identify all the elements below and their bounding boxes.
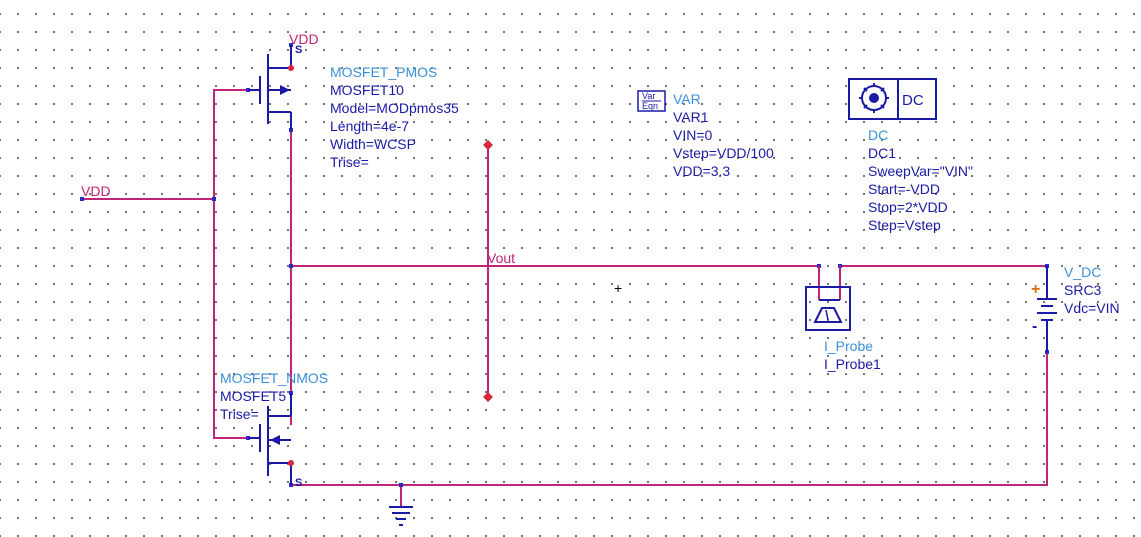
var-instance-name: VAR1 [673, 109, 709, 125]
pmos-type-label: MOSFET_PMOS [330, 64, 437, 80]
var-param: VIN=0 [673, 127, 713, 143]
dc-simulation-block[interactable]: DC [848, 78, 937, 120]
dc-param: Stop=2*VDD [868, 199, 948, 215]
var-icon-top: Var [642, 91, 655, 101]
pmos-body-arrow [280, 85, 290, 95]
vsrc-type-label: V_DC [1064, 264, 1101, 280]
dc-icon-text: DC [902, 92, 924, 109]
dc-gear-tooth [863, 104, 868, 109]
stub-pin-top[interactable] [483, 140, 493, 150]
junction-dot [80, 197, 84, 201]
pmos-transistor[interactable] [248, 45, 292, 130]
pmos-model-param: Model=MODpmos35 [330, 100, 459, 116]
junction-dot [289, 264, 293, 268]
nmos-transistor[interactable] [248, 393, 292, 485]
wire-vsource-bottom[interactable] [291, 352, 1048, 486]
dc-gear-icon [859, 83, 889, 113]
dc-gear-tooth [880, 104, 885, 109]
node-label-vdd-top[interactable]: VDD [289, 31, 319, 47]
pmos-width-param: Width=WCSP [330, 136, 416, 152]
dc-annotation: DC DC1 SweepVar="VIN" Start=-VDD Stop=2*… [868, 127, 973, 233]
dc-gear-hub [869, 93, 879, 103]
junction-dot [212, 197, 216, 201]
nmos-body-arrow [270, 435, 280, 445]
nmos-source-pin-label: S [295, 477, 302, 489]
var-icon-bottom: Eqn [642, 101, 658, 111]
vsource-annotation: V_DC SRC3 Vdc=VIN [1064, 264, 1120, 316]
iprobe-type-label: I_Probe [824, 338, 873, 354]
stub-pin-bottom[interactable] [483, 392, 493, 402]
nmos-source-pin[interactable] [288, 460, 294, 466]
vsrc-value-param: Vdc=VIN [1064, 300, 1120, 316]
crosshair-cursor-icon: + [614, 280, 622, 296]
pmos-length-param: Length=4e-7 [330, 118, 409, 134]
current-probe[interactable] [805, 266, 851, 331]
dc-voltage-source[interactable] [1037, 266, 1057, 352]
nmos-instance-name: MOSFET5 [220, 388, 286, 404]
pmos-source-pin-label: S [295, 44, 302, 56]
dc-gear-tooth [880, 87, 885, 92]
wire-gate-bus[interactable] [213, 89, 248, 439]
dc-block-frame [848, 78, 937, 120]
var-eqn-block[interactable]: Var Eqn [637, 90, 666, 112]
probe-meter-needle [825, 309, 829, 321]
nmos-trise-param: Trise= [220, 406, 259, 422]
node-label-vdd-left[interactable]: VDD [81, 183, 111, 199]
dc-param: SweepVar="VIN" [868, 163, 973, 179]
iprobe-instance-name: I_Probe1 [824, 356, 881, 372]
pmos-instance-name: MOSFET10 [330, 82, 404, 98]
dc-param: Step=Vstep [868, 217, 941, 233]
nmos-annotation: MOSFET_NMOS MOSFET5 Trise= [220, 370, 328, 422]
var-param: Vstep=VDD/100 [673, 145, 774, 161]
dc-instance-name: DC1 [868, 145, 896, 161]
nmos-type-label: MOSFET_NMOS [220, 370, 328, 386]
var-annotation: VAR VAR1 VIN=0 Vstep=VDD/100 VDD=3.3 [673, 91, 774, 179]
pmos-source-pin[interactable] [288, 65, 294, 71]
probe-body [805, 286, 851, 331]
wires [82, 89, 1048, 506]
dc-gear-tooth [863, 87, 868, 92]
vsrc-plus-sign: + [1031, 281, 1040, 298]
iprobe-annotation: I_Probe I_Probe1 [824, 338, 881, 372]
dc-type-label: DC [868, 127, 888, 143]
pmos-trise-param: Trise= [330, 154, 369, 170]
vsrc-minus-sign: - [1032, 318, 1037, 335]
ground-symbol[interactable] [389, 506, 413, 526]
dc-param: Start=-VDD [868, 181, 940, 197]
probe-meter-icon [813, 307, 843, 323]
open-stub-pins [483, 140, 493, 402]
node-label-vout[interactable]: Vout [487, 250, 515, 266]
var-type-label: VAR [673, 91, 701, 107]
vsrc-instance-name: SRC3 [1064, 282, 1102, 298]
var-param: VDD=3.3 [673, 163, 730, 179]
junction-dot [399, 483, 403, 487]
pmos-annotation: MOSFET_PMOS MOSFET10 Model=MODpmos35 Len… [330, 64, 459, 170]
